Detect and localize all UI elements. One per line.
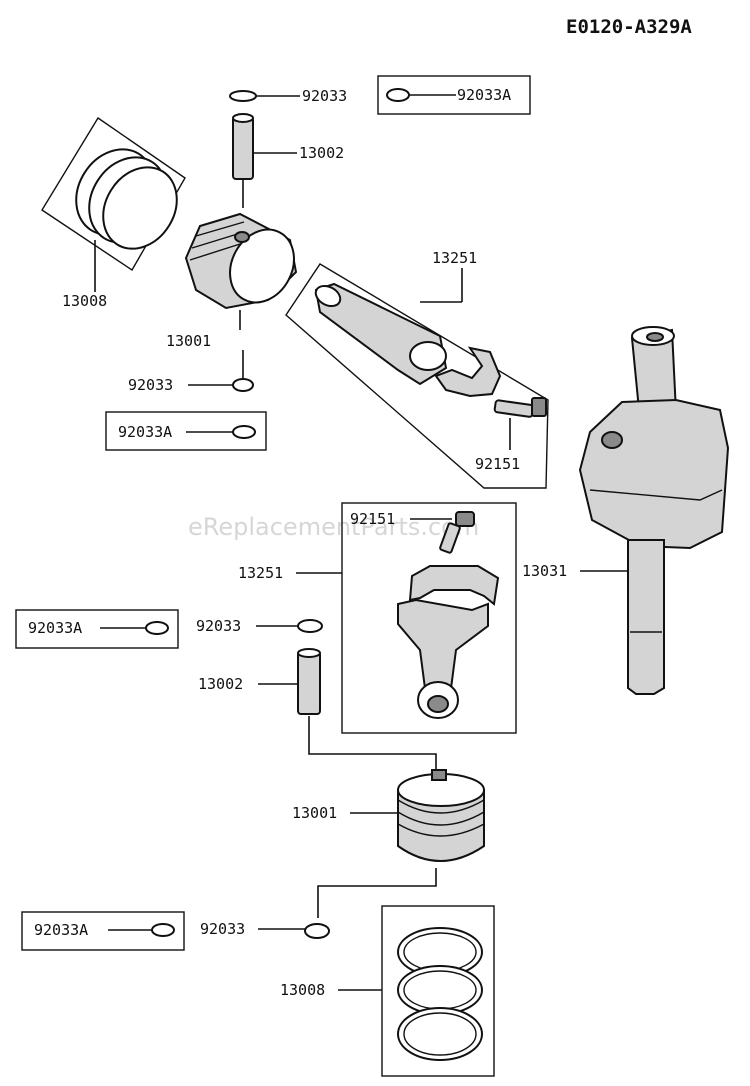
top-circlip2-part (188, 350, 254, 392)
bottom-circlip-part (258, 923, 330, 939)
mid-pin-part (258, 648, 437, 772)
label-mid-pin: 13002 (198, 675, 243, 693)
label-bottom-piston: 13001 (292, 804, 337, 822)
label-top-piston: 13001 (166, 332, 211, 350)
label-top-circlip2: 92033 (128, 376, 173, 394)
label-bottom-rings: 13008 (280, 981, 325, 999)
label-top-rings: 13008 (62, 292, 107, 310)
bottom-piston-part (317, 769, 485, 918)
label-mid-circlip-a: 92033A (28, 619, 82, 637)
top-piston-part (184, 212, 298, 330)
label-top-rod: 13251 (432, 249, 477, 267)
top-piston-pin-part (232, 113, 297, 208)
label-top-circlip2-a: 92033A (118, 423, 172, 441)
bottom-circlip-a-box (21, 911, 185, 951)
mid-circlip-a-box (15, 609, 179, 649)
label-mid-rod: 13251 (238, 564, 283, 582)
label-top-circlip-a: 92033A (457, 86, 511, 104)
label-top-pin: 13002 (299, 144, 344, 162)
label-bottom-circlip: 92033 (200, 920, 245, 938)
crankshaft-part (578, 326, 730, 695)
label-mid-rod-bolt: 92151 (350, 510, 395, 528)
diagram-code: E0120-A329A (566, 16, 692, 38)
top-conrod-part (285, 263, 549, 489)
mid-conrod-part (296, 502, 517, 734)
mid-circlip-part (256, 619, 323, 633)
bottom-rings-part (338, 905, 495, 1077)
label-bottom-circlip-a: 92033A (34, 921, 88, 939)
top-rings-part (41, 117, 186, 292)
label-top-rod-bolt: 92151 (475, 455, 520, 473)
top-circlip-a-box (377, 75, 531, 115)
label-mid-circlip: 92033 (196, 617, 241, 635)
top-circlip-part (229, 90, 300, 102)
watermark: eReplacementParts.com (188, 513, 479, 541)
label-top-circlip: 92033 (302, 87, 347, 105)
top-circlip2-a-box (105, 411, 267, 451)
label-crankshaft: 13031 (522, 562, 567, 580)
